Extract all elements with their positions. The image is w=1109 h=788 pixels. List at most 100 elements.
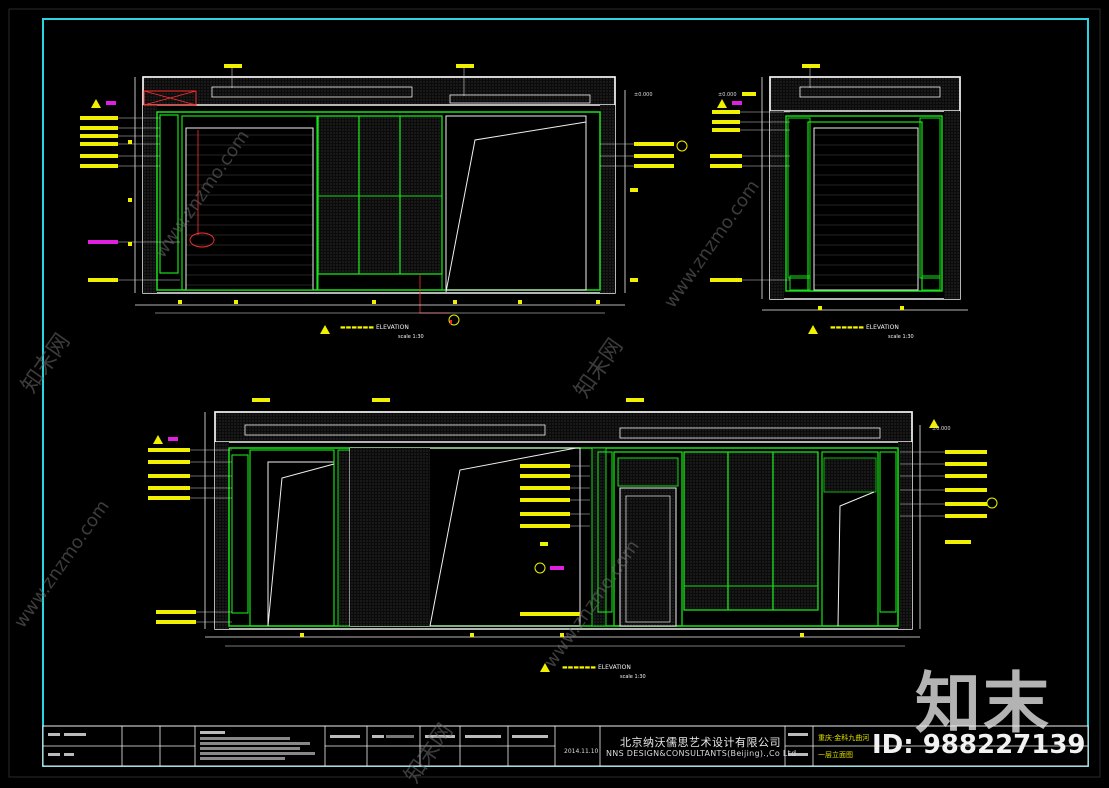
project-name: 重庆·金科九曲河	[818, 734, 870, 742]
annotation-label	[168, 437, 178, 441]
annotation-label	[148, 460, 190, 464]
annotation-label	[630, 278, 638, 282]
annotation-label	[300, 633, 304, 637]
annotation-label	[945, 514, 987, 518]
section-marker	[929, 419, 939, 428]
annotation-label	[453, 300, 457, 304]
section-marker	[540, 663, 550, 672]
annotation-label	[560, 633, 564, 637]
elev-b-door	[813, 127, 919, 291]
annotation-label	[710, 164, 742, 168]
annotation-label	[520, 464, 570, 468]
elev-b-caption: ▬▬▬▬▬▬ ELEVATION	[830, 324, 899, 331]
annotation-label	[800, 633, 804, 637]
annotation-label	[88, 278, 118, 282]
annotation-label	[128, 198, 132, 202]
annotation-label	[456, 64, 474, 68]
annotation-label	[634, 164, 674, 168]
callout-marker	[986, 497, 998, 509]
annotation-label	[520, 486, 570, 490]
annotation-label	[80, 154, 118, 158]
annotation-label	[156, 610, 196, 614]
elev-c-scale: scale 1:30	[620, 674, 646, 680]
annotation-label	[945, 450, 987, 454]
annotation-label	[540, 542, 548, 546]
annotation-label	[252, 398, 270, 402]
annotation-label	[372, 398, 390, 402]
level-mark-c: ±0.000	[932, 426, 951, 432]
annotation-label	[224, 64, 242, 68]
annotation-label	[626, 398, 644, 402]
annotation-label	[945, 474, 987, 478]
elevation-a	[134, 76, 626, 314]
section-marker	[808, 325, 818, 334]
annotation-label	[80, 126, 118, 130]
annotation-label	[550, 566, 564, 570]
annotation-label	[710, 278, 742, 282]
annotation-label	[156, 620, 196, 624]
annotation-label	[710, 154, 742, 158]
annotation-label	[596, 300, 600, 304]
annotation-label	[80, 116, 118, 120]
elev-c-caption: ▬▬▬▬▬▬ ELEVATION	[562, 664, 631, 671]
elev-a-door-left	[185, 127, 314, 291]
watermark-logo: 知末	[915, 665, 1051, 742]
annotation-label	[80, 142, 118, 146]
annotation-label	[178, 300, 182, 304]
watermark-id: ID: 988227139	[872, 730, 1086, 760]
annotation-label	[630, 188, 638, 192]
annotation-label	[732, 101, 742, 105]
callout-marker	[676, 140, 688, 152]
drawing-name: 一层立面图	[818, 751, 853, 759]
section-marker	[91, 99, 101, 108]
elev-c-panels	[683, 451, 819, 611]
company-name-en: NNS DESIGN&CONSULTANTS(Beijing).,Co Ltd	[606, 749, 797, 758]
annotation-label	[900, 306, 904, 310]
sheet-outer-border	[8, 8, 1101, 778]
annotation-label	[148, 486, 190, 490]
elev-a-left-wall	[143, 105, 157, 293]
annotation-label	[634, 142, 674, 146]
callout-marker	[534, 562, 546, 574]
annotation-label	[945, 488, 987, 492]
annotation-label	[712, 110, 740, 114]
annotation-label	[372, 300, 376, 304]
elev-a-caption: ▬▬▬▬▬▬ ELEVATION	[340, 324, 409, 331]
elev-a-panels	[317, 115, 443, 275]
elev-c-door-1	[267, 461, 335, 627]
section-marker	[717, 99, 727, 108]
title-block	[42, 725, 1089, 767]
annotation-label	[128, 242, 132, 246]
elev-b-scale: scale 1:30	[888, 334, 914, 340]
section-marker	[153, 435, 163, 444]
annotation-label	[450, 320, 452, 324]
annotation-label	[712, 120, 740, 124]
annotation-label	[742, 92, 756, 96]
annotation-label	[520, 498, 570, 502]
annotation-label	[818, 306, 822, 310]
elev-a-right-wall	[600, 105, 615, 293]
drawing-date: 2014.11.10	[564, 748, 599, 755]
annotation-leaders	[80, 64, 998, 672]
annotation-label	[80, 134, 118, 138]
annotation-label	[802, 64, 820, 68]
annotation-label	[634, 154, 674, 158]
elevation-c	[204, 411, 921, 647]
annotation-label	[945, 462, 987, 466]
annotation-label	[128, 140, 132, 144]
annotation-label	[518, 300, 522, 304]
annotation-label	[234, 300, 238, 304]
annotation-label	[520, 524, 570, 528]
elevation-b	[761, 76, 968, 311]
elev-a-opening	[445, 115, 587, 291]
annotation-label	[148, 474, 190, 478]
annotation-label	[712, 128, 740, 132]
elev-a-scale: scale 1:30	[398, 334, 424, 340]
annotation-label	[148, 448, 190, 452]
annotation-label	[470, 633, 474, 637]
elev-c-front-door	[619, 487, 677, 627]
section-marker	[320, 325, 330, 334]
annotation-label	[945, 502, 987, 506]
elev-a-ceiling	[142, 76, 616, 106]
